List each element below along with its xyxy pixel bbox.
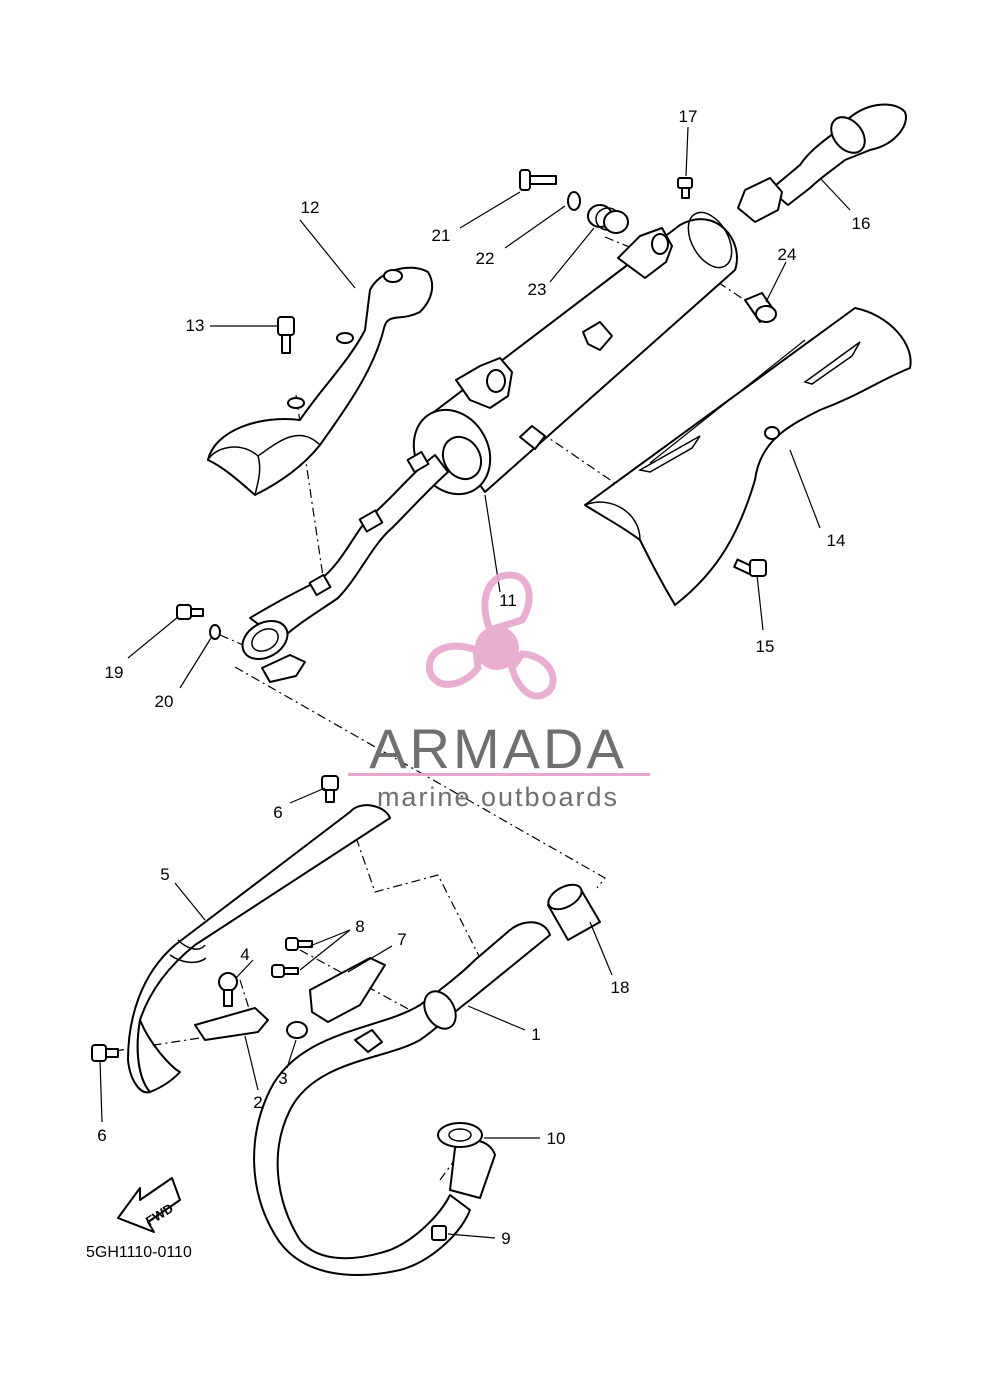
leader-lines [99, 126, 851, 1239]
gasket-10 [437, 1122, 483, 1148]
bolt-19 [176, 604, 204, 620]
watermark-brand: ARMADA [369, 717, 627, 780]
tail-pipe [737, 103, 907, 223]
callout-6-lower: 6 [97, 1126, 106, 1145]
bolt-4 [218, 972, 238, 1007]
diagram-code: 5GH1110-0110 [86, 1244, 192, 1261]
watermark-tagline: marine outboards [377, 782, 619, 812]
callout-17: 17 [679, 107, 698, 126]
watermark-rule [348, 773, 650, 776]
collar-3 [286, 1021, 308, 1039]
callout-2: 2 [253, 1093, 262, 1112]
callout-8: 8 [355, 917, 364, 936]
watermark: ARMADA marine outboards [348, 571, 650, 812]
propeller-logo-icon [425, 571, 557, 700]
collar-24 [744, 292, 777, 323]
callout-13: 13 [186, 316, 205, 335]
callout-1: 1 [531, 1025, 540, 1044]
callout-16: 16 [852, 214, 871, 233]
clamp-2 [194, 1007, 269, 1041]
callout-labels: 1 2 3 4 5 6 6 7 8 9 10 11 12 13 14 15 16… [97, 107, 870, 1248]
washer-20 [209, 624, 221, 640]
bolt-13 [277, 316, 295, 354]
callout-18: 18 [611, 978, 630, 997]
bolt-21 [519, 169, 557, 191]
bolt-8-upper [285, 937, 313, 951]
callout-4: 4 [240, 945, 249, 964]
callout-15: 15 [756, 637, 775, 656]
callout-23: 23 [528, 280, 547, 299]
callout-3: 3 [278, 1069, 287, 1088]
bolt-6-lower [91, 1044, 119, 1062]
nut-9 [431, 1225, 447, 1241]
callout-9: 9 [501, 1229, 510, 1248]
fwd-arrow-icon: FWD [117, 1177, 181, 1233]
bracket-7 [309, 957, 386, 1023]
callout-5: 5 [160, 865, 169, 884]
bolt-17 [677, 177, 693, 199]
callout-20: 20 [155, 692, 174, 711]
exhaust-pipe-cover [127, 804, 391, 1094]
callout-10: 10 [547, 1129, 566, 1148]
bolt-6-upper [321, 775, 339, 803]
callout-24: 24 [778, 245, 797, 264]
heat-shield-upper [207, 266, 434, 496]
heat-shield-lower [584, 307, 912, 606]
callout-12: 12 [301, 198, 320, 217]
callout-14: 14 [827, 531, 846, 550]
bolt-8-lower [271, 964, 299, 978]
callout-11: 11 [499, 591, 517, 610]
washer-22 [567, 191, 581, 211]
sleeve-18 [547, 883, 601, 941]
callout-6-upper: 6 [273, 803, 282, 822]
callout-21: 21 [432, 226, 451, 245]
callout-7: 7 [397, 930, 406, 949]
exhaust-pipe-1 [253, 921, 551, 1276]
bolt-15 [733, 558, 767, 577]
grommet-23 [587, 204, 629, 234]
callout-19: 19 [105, 663, 124, 682]
muffler [241, 211, 738, 683]
callout-22: 22 [476, 249, 495, 268]
